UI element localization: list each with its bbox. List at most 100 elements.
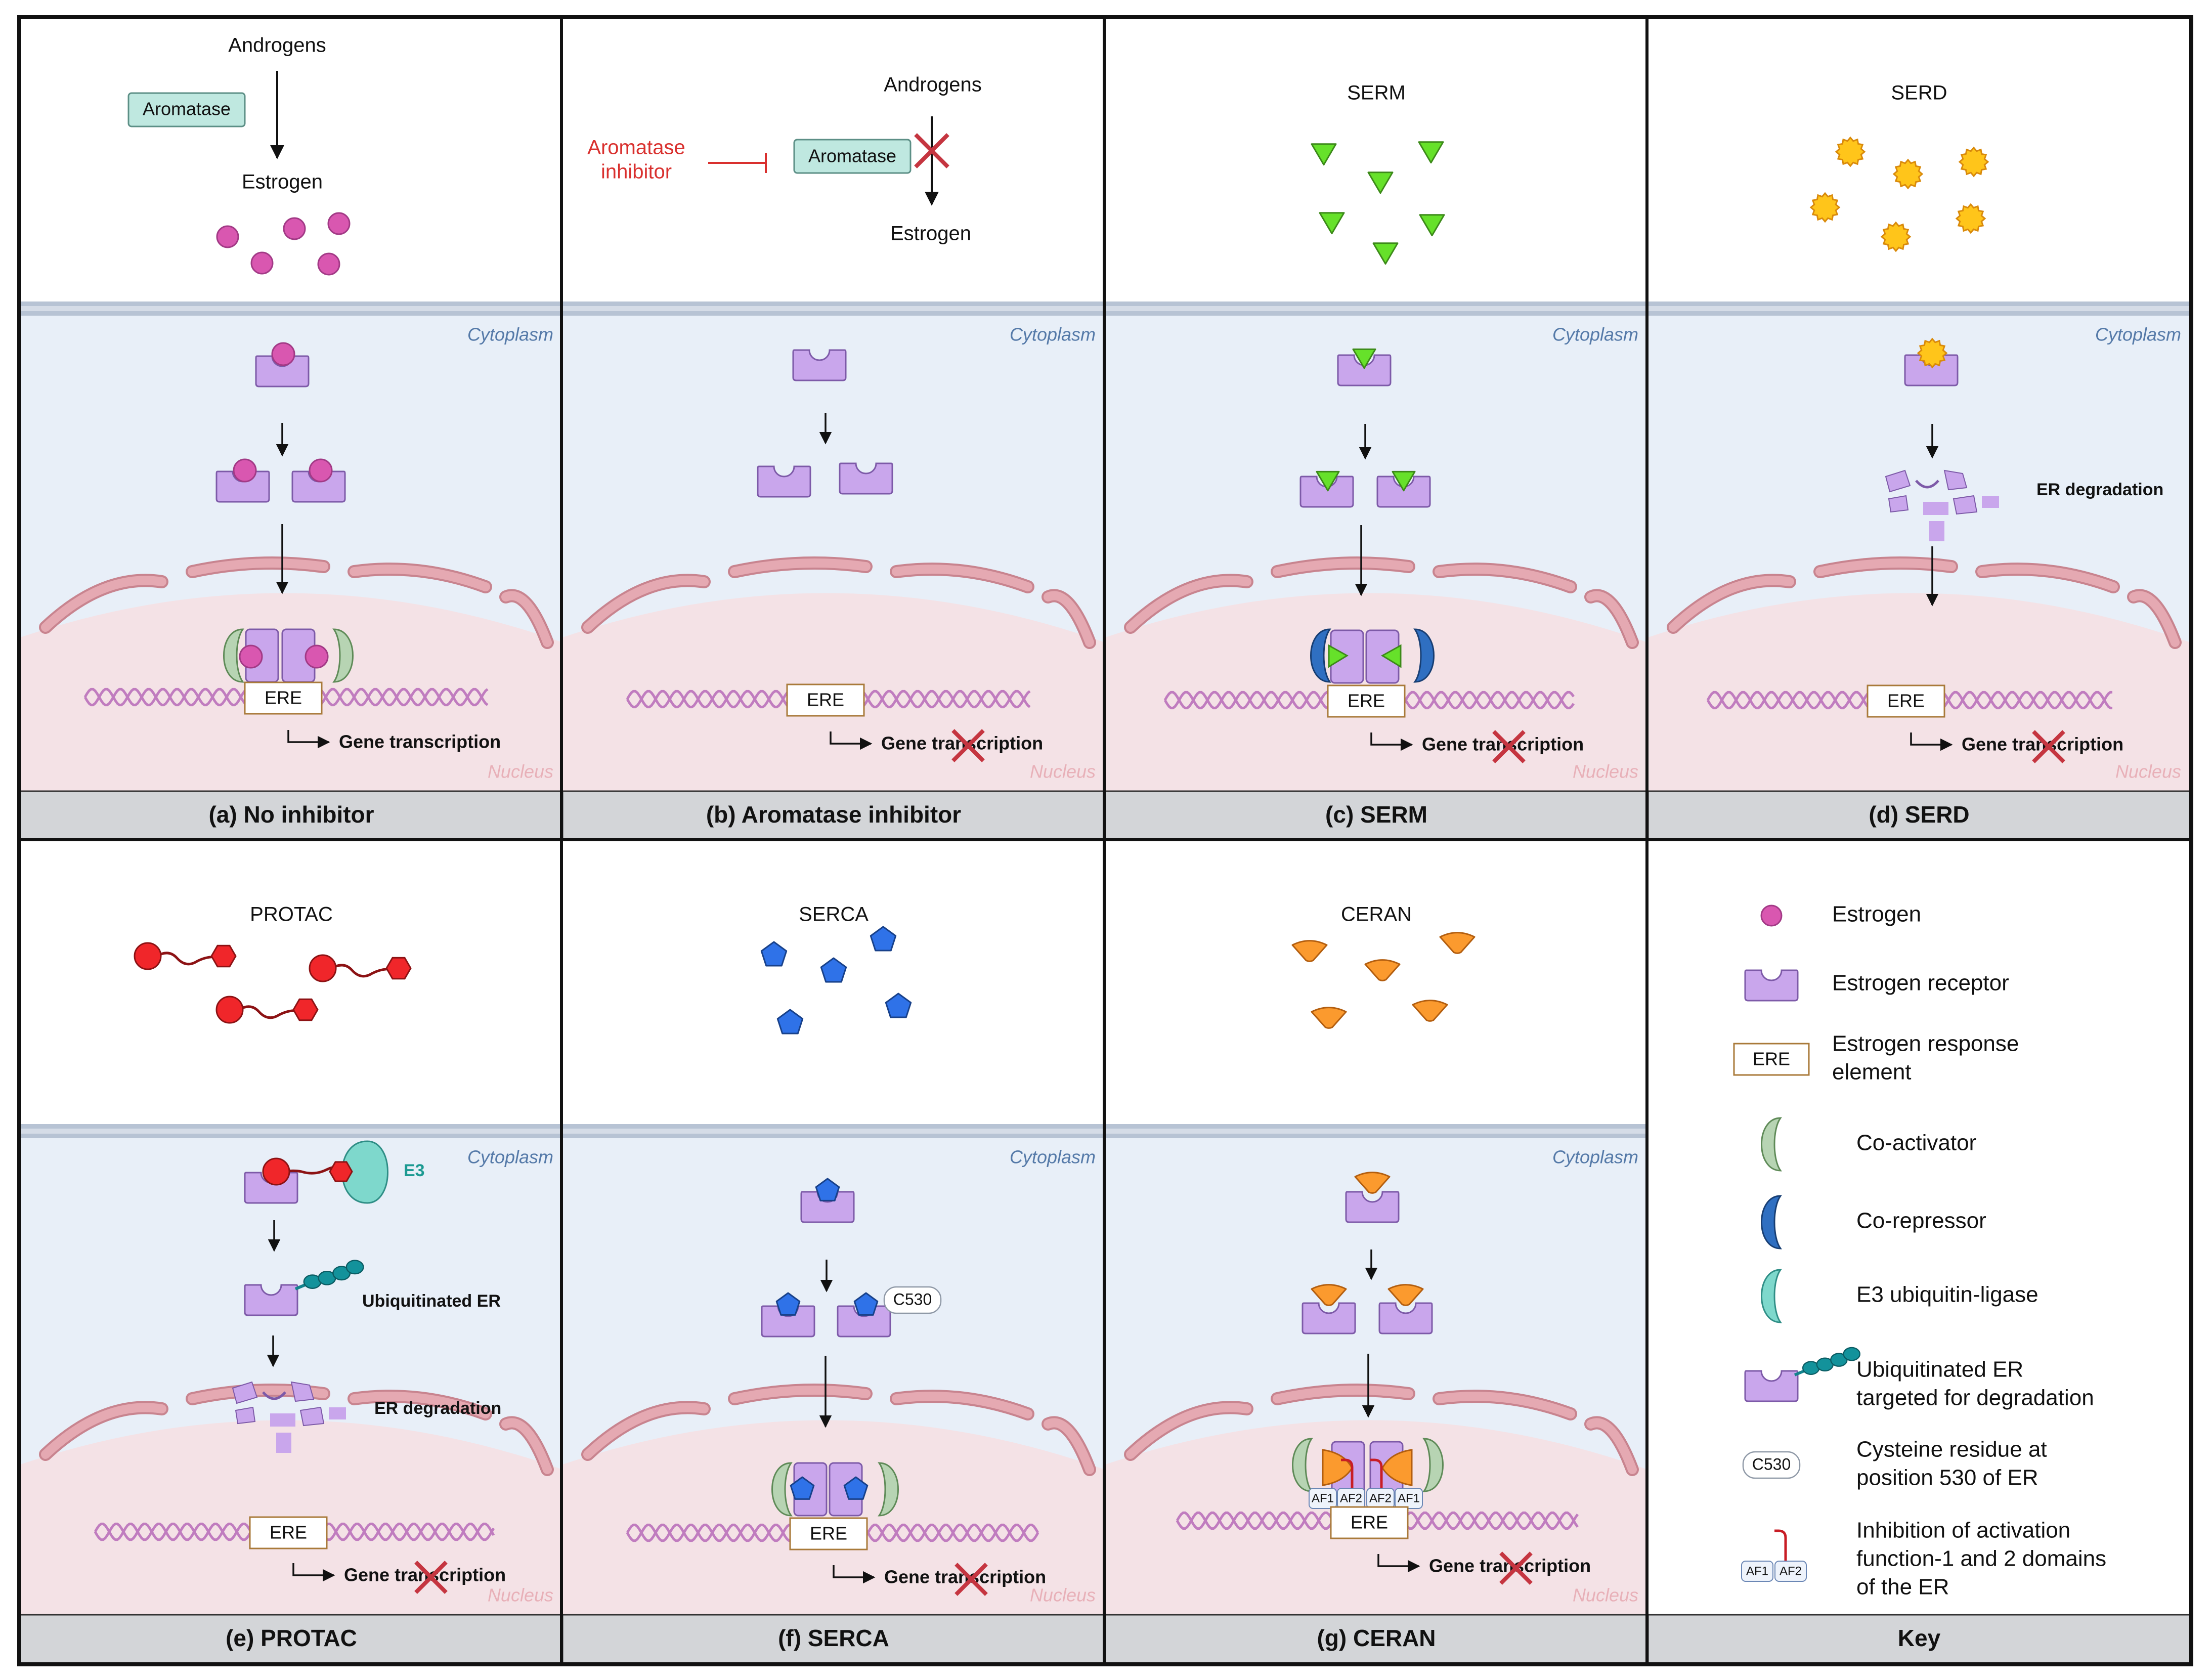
- panel-title-bar: [561, 1614, 1106, 1664]
- key-item-c530-text: position 530 of ER: [1856, 1466, 2038, 1490]
- key-item-e3-text: E3 ubiquitin-ligase: [1856, 1282, 2038, 1307]
- coregulator-body: [223, 628, 244, 683]
- co-repressor: [1413, 628, 1435, 683]
- cytoplasm-label: Cytoplasm: [467, 1147, 553, 1168]
- receptor-fragment: [276, 1433, 291, 1453]
- serm-molecule: [1418, 141, 1444, 164]
- cross-icon: [2032, 730, 2065, 763]
- nuclear-envelope: [39, 1383, 554, 1476]
- estrogen-label: Estrogen: [890, 223, 971, 245]
- receptor-body: [1302, 1302, 1356, 1334]
- panel-grid: [17, 15, 2193, 1666]
- ere-label: ERE: [1351, 1512, 1388, 1533]
- envelope-segment: [730, 558, 871, 576]
- nuclear-envelope: [581, 1383, 1096, 1476]
- estrogen-molecule: [317, 252, 340, 276]
- estrogen-molecule: [283, 217, 306, 240]
- cross-stroke: [951, 729, 985, 762]
- gene-transcription: Gene transcription: [833, 1563, 1046, 1596]
- coregulator-body: [1761, 1117, 1782, 1172]
- protac-hexagon: [292, 998, 319, 1021]
- ere-label: ERE: [1887, 691, 1925, 711]
- gene-transcription-label: Gene transcription: [339, 731, 501, 752]
- estrogen-receptor: [792, 349, 847, 381]
- key-item-c530-text: Cysteine residue at: [1856, 1437, 2047, 1462]
- inhibition-stroke: [1370, 1458, 1383, 1492]
- key-item-inhib-text: function-1 and 2 domains: [1856, 1546, 2106, 1571]
- serm-molecule: [1392, 470, 1416, 492]
- panel-title-bar: [1647, 790, 2191, 841]
- estrogen-receptor: [1345, 1191, 1400, 1223]
- protac-hexagon: [385, 957, 412, 980]
- key-item-ubiq-text: targeted for degradation: [1856, 1386, 2094, 1410]
- envelope-segment: [350, 565, 490, 591]
- estrogen-molecule: [271, 342, 295, 366]
- ere-label: ERE: [270, 1522, 307, 1543]
- aromatase-box: [793, 139, 912, 174]
- aromatase-inhibitor-label: inhibitor: [601, 161, 672, 183]
- co-activator: [878, 1462, 899, 1517]
- receptor-body: [1744, 1370, 1799, 1402]
- transcription-arrow: [287, 730, 330, 749]
- protac-linker: [331, 964, 392, 978]
- receptor-body: [757, 465, 811, 498]
- cell-membrane-inner: [20, 306, 562, 311]
- gene-transcription: Gene transcription: [1370, 730, 1584, 763]
- estrogen-molecule: [1760, 904, 1783, 927]
- serca-molecule: [820, 957, 847, 983]
- af1-box: [1309, 1488, 1337, 1509]
- receptor-body: [244, 1284, 298, 1316]
- receptor-body: [1744, 969, 1799, 1002]
- af1-label: AF1: [1746, 1564, 1768, 1578]
- panel-title: (d) SERD: [1869, 801, 1969, 828]
- cross-icon: [1492, 730, 1526, 763]
- serm-molecule: [1381, 644, 1402, 668]
- extracellular-area: [20, 18, 562, 301]
- drug-name: SERCA: [799, 903, 869, 926]
- cross-stroke: [2032, 730, 2065, 763]
- ceran-molecule: [1354, 1172, 1391, 1194]
- drug-name: CERAN: [1341, 903, 1412, 926]
- panel-title: (g) CERAN: [1317, 1625, 1436, 1651]
- envelope-segment: [892, 1392, 1032, 1418]
- serd-molecule: [1958, 146, 1989, 178]
- nuclear-envelope: [1124, 1383, 1639, 1476]
- envelope-segment: [188, 558, 328, 576]
- ere-label: ERE: [810, 1523, 847, 1544]
- serca-molecule: [775, 1292, 801, 1316]
- cytoplasm-label: Cytoplasm: [1010, 1147, 1096, 1168]
- receptor-fragment: [270, 1413, 295, 1427]
- ere-label: ERE: [1753, 1049, 1790, 1069]
- receptor-fragment: [262, 1391, 286, 1400]
- key-item-inhib-text: of the ER: [1856, 1575, 1949, 1600]
- protac-hexagon: [329, 1161, 353, 1182]
- cell-membrane-inner: [562, 306, 1105, 311]
- af2-label: AF2: [1780, 1564, 1802, 1578]
- receptor-fragment: [1982, 496, 1999, 508]
- protac-molecule: [309, 954, 412, 982]
- nuclear-envelope: [39, 556, 554, 649]
- nuclear-envelope: [1124, 556, 1639, 649]
- serd-molecule: [1809, 192, 1841, 223]
- cross-icon: [914, 133, 949, 168]
- receptor-body: [761, 1305, 815, 1338]
- estrogen-receptor: [761, 1305, 815, 1338]
- ceran-molecule: [1364, 959, 1401, 981]
- protac-hexagon: [210, 944, 237, 968]
- extracellular-area: [20, 840, 562, 1124]
- transcription-arrow: [1377, 1554, 1420, 1573]
- gene-transcription: Gene transcription: [1377, 1552, 1591, 1585]
- estrogen-receptor: [837, 1305, 891, 1338]
- ceran-molecule: [1412, 1000, 1448, 1022]
- protac-circle: [309, 954, 337, 982]
- key-item-receptor-text: Estrogen receptor: [1832, 971, 2009, 996]
- receptor-fragment: [1923, 502, 1948, 515]
- af2-box: [1774, 1561, 1807, 1582]
- ubiquitin-chain: [294, 1260, 364, 1290]
- c530-tag: [1742, 1451, 1801, 1479]
- estrogen-receptor: [255, 355, 310, 387]
- serm-molecule: [1316, 470, 1340, 492]
- cell-membrane-inner: [1105, 1129, 1647, 1134]
- receptor-body: [800, 1191, 855, 1223]
